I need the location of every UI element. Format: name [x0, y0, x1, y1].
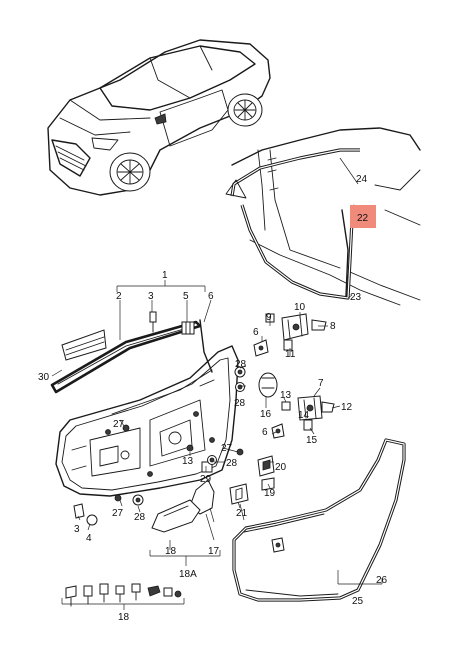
label-21: 21	[236, 508, 248, 519]
hinge-assembly-upper	[265, 313, 327, 351]
label-6c: 6	[262, 427, 268, 438]
label-13: 13	[280, 390, 292, 401]
label-2: 2	[116, 291, 122, 302]
label-9: 9	[266, 312, 272, 323]
outer-sill-trim	[61, 329, 107, 361]
cap-4	[86, 514, 98, 526]
label-10: 10	[294, 302, 306, 313]
label-30: 30	[38, 372, 50, 383]
part-labels: 1 2 3 5 6 30 9 10 8 11 6 28 28 16 13 7 1…	[38, 174, 388, 623]
door-seal-25	[232, 438, 406, 602]
door-inner-panel-drawing	[55, 345, 239, 497]
label-13b: 13	[182, 456, 194, 467]
clip-5	[181, 321, 195, 335]
label-5: 5	[183, 291, 189, 302]
bolt-3-top	[149, 311, 157, 333]
label-18: 18	[165, 546, 177, 557]
door-opening-seal	[240, 204, 357, 300]
label-28a: 28	[235, 359, 247, 370]
label-1: 1	[162, 270, 168, 281]
highlight-box-22	[350, 205, 376, 228]
label-28b: 28	[234, 398, 246, 409]
label-27a: 27	[113, 419, 125, 430]
screw-27a	[122, 424, 130, 432]
label-28c: 28	[226, 458, 238, 469]
seal-clip-6	[271, 537, 285, 553]
bolt-3-bottom	[73, 503, 85, 519]
label-22: 22	[357, 213, 369, 224]
insulation-18	[151, 499, 201, 533]
label-4: 4	[86, 533, 92, 544]
screw-13	[186, 444, 194, 452]
window-guide-rail	[50, 320, 202, 394]
label-12: 12	[341, 402, 353, 413]
label-17: 17	[208, 546, 220, 557]
fastener-set-18	[65, 583, 182, 607]
label-25: 25	[352, 596, 364, 607]
hinge-bracket-6b	[253, 339, 269, 357]
label-14: 14	[298, 410, 310, 421]
label-8: 8	[330, 321, 336, 332]
body-opening-drawing	[225, 127, 421, 306]
label-20: 20	[275, 462, 287, 473]
label-11: 11	[285, 349, 296, 360]
label-6b: 6	[253, 327, 259, 338]
label-27b: 27	[112, 508, 124, 519]
hinge-bracket-6c	[271, 423, 285, 439]
label-18-set: 18	[118, 612, 130, 623]
hinge-assembly-lower	[281, 395, 335, 431]
label-27c: 27	[221, 443, 233, 454]
regulator-arm	[199, 319, 213, 373]
callout-lines	[51, 157, 383, 610]
label-15: 15	[306, 435, 318, 446]
label-26: 26	[376, 575, 388, 586]
front-wheel	[109, 152, 151, 192]
door-check-16	[258, 372, 278, 398]
label-23: 23	[350, 292, 362, 303]
label-29: 29	[200, 474, 212, 485]
bracket-21	[229, 483, 249, 505]
rear-wheel	[227, 93, 263, 127]
label-7: 7	[318, 378, 324, 389]
label-6: 6	[208, 291, 214, 302]
label-16: 16	[260, 409, 272, 420]
screw-27b	[114, 494, 122, 502]
label-3-top: 3	[148, 291, 154, 302]
car-overview-drawing	[47, 39, 271, 196]
striker-20	[257, 455, 275, 477]
label-18A: 18A	[179, 569, 197, 580]
label-28d: 28	[134, 512, 146, 523]
label-19: 19	[264, 488, 276, 499]
label-24: 24	[356, 174, 368, 185]
label-3-bottom: 3	[74, 524, 80, 535]
